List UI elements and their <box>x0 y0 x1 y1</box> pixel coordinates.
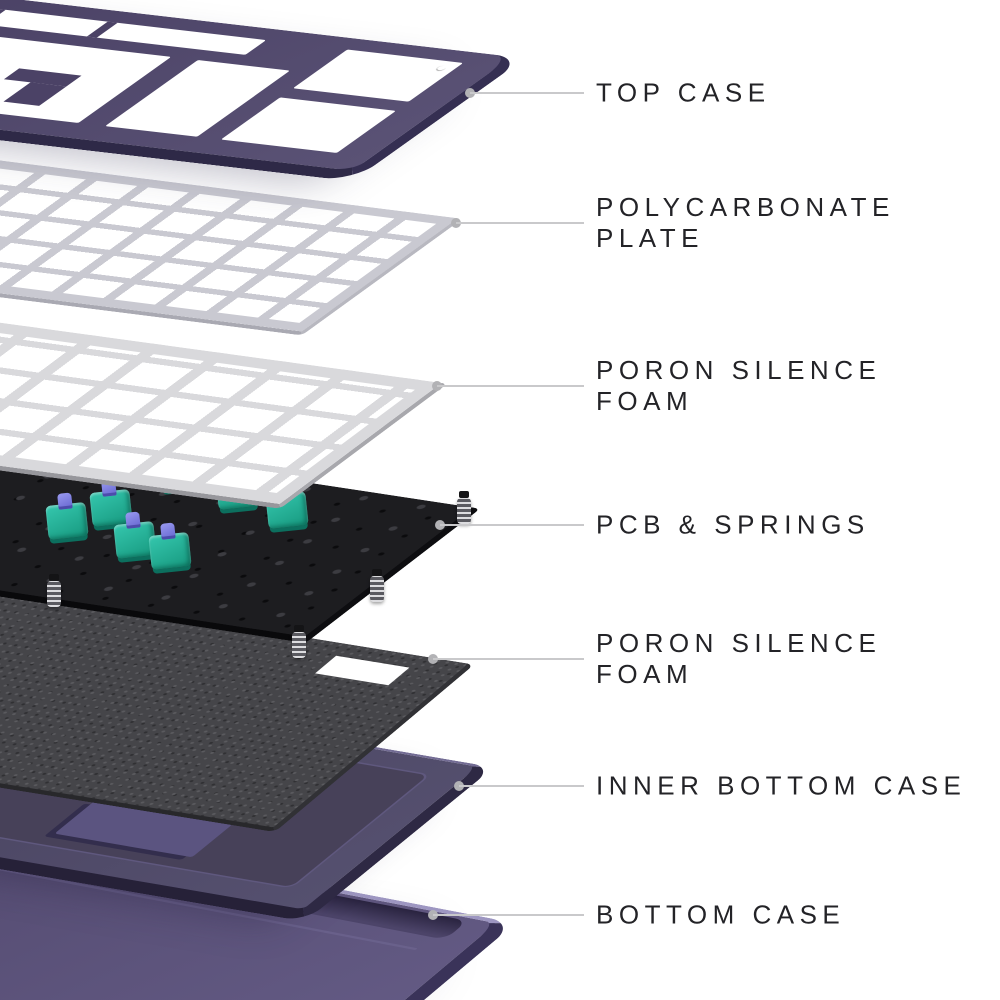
spring <box>457 491 471 524</box>
top-case-right-cutout <box>292 49 464 102</box>
foam-cutout <box>315 655 410 686</box>
callout-line <box>433 658 584 660</box>
spring <box>370 569 384 602</box>
callout-line <box>470 92 584 94</box>
switch-stem <box>160 522 176 540</box>
mx-switch <box>148 522 192 570</box>
top-case-rib <box>3 82 67 107</box>
callout-line <box>456 222 584 224</box>
callout-label: PORON SILENCE FOAM <box>596 355 882 416</box>
callout-label: INNER BOTTOM CASE <box>596 770 967 801</box>
callout-label: PCB & SPRINGS <box>596 509 870 540</box>
callout-label: TOP CASE <box>596 77 771 108</box>
mx-switch <box>45 492 89 540</box>
spring <box>47 574 61 607</box>
callout-line <box>433 914 584 916</box>
switch-stem <box>125 511 141 529</box>
callout-label: POLYCARBONATE PLATE <box>596 192 895 253</box>
callout-line <box>459 785 584 787</box>
spring <box>292 625 306 658</box>
callout-label: PORON SILENCE FOAM <box>596 628 882 689</box>
top-case-right-cutout <box>220 97 396 153</box>
switch-stem <box>57 492 73 510</box>
top-case-layer <box>0 0 526 182</box>
top-case-rib <box>87 21 119 38</box>
callout-label: BOTTOM CASE <box>596 899 846 930</box>
callout-line <box>437 385 584 387</box>
callout-line <box>440 524 584 526</box>
top-case-rib <box>0 8 6 25</box>
